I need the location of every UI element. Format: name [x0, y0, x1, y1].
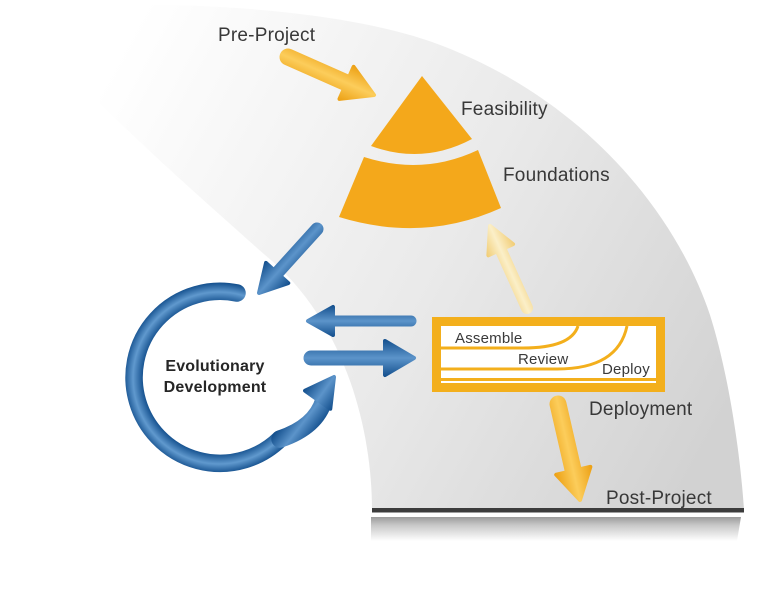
base-pedestal-strip — [371, 517, 741, 541]
foundations-label: Foundations — [503, 165, 610, 186]
loop-exit-arrowhead — [303, 375, 336, 411]
post-project-arrow-head — [554, 464, 593, 502]
pre-project-arrow-shaft — [279, 48, 358, 93]
evolution-loop-arc — [125, 282, 289, 473]
arrow-layer — [257, 48, 593, 502]
evolutionary-development-line1: Evolutionary — [165, 358, 265, 375]
cone-foundations-segment — [339, 150, 501, 229]
box-to-loop-arrow — [306, 305, 417, 337]
post-project-arrow — [549, 395, 593, 502]
box-to-loop-arrow-head — [306, 305, 335, 337]
review-label: Review — [518, 351, 569, 368]
evolution-loop-exit-curve — [271, 391, 333, 448]
fan-background — [14, 4, 744, 509]
feasibility-label: Feasibility — [461, 99, 548, 120]
deploy-label: Deploy — [602, 361, 650, 378]
cone-to-loop-arrow — [257, 222, 324, 295]
foundations-return-arrow-head — [486, 224, 515, 258]
pre-project-label: Pre-Project — [218, 25, 316, 46]
fan-bottom-edge-line — [372, 508, 744, 513]
assemble-label: Assemble — [455, 330, 523, 347]
deployment-box-frame — [432, 317, 665, 392]
review-lane-curve — [441, 325, 629, 371]
evolutionary-development-label: Evolutionary Development — [164, 356, 267, 398]
cone-to-loop-arrow-head — [257, 260, 291, 295]
pre-project-arrow — [279, 48, 376, 101]
cone-feasibility-segment — [371, 76, 472, 155]
post-project-arrow-shaft — [549, 395, 583, 483]
cone-to-loop-arrow-shaft — [268, 222, 324, 282]
pre-project-arrow-head — [337, 64, 376, 101]
foundations-return-arrow-shaft — [493, 240, 533, 314]
post-project-label: Post-Project — [606, 488, 712, 509]
foundations-return-arrow — [486, 224, 533, 314]
deployment-label: Deployment — [589, 399, 693, 420]
loop-to-box-arrow-head — [383, 339, 416, 377]
loop-to-box-arrow — [303, 339, 416, 377]
evolutionary-development-line2: Development — [163, 379, 267, 396]
loop-exit-arrowhead-head — [303, 375, 336, 411]
project-cone — [339, 76, 501, 229]
assemble-lane-curve — [441, 325, 580, 350]
deployment-box — [432, 317, 665, 392]
